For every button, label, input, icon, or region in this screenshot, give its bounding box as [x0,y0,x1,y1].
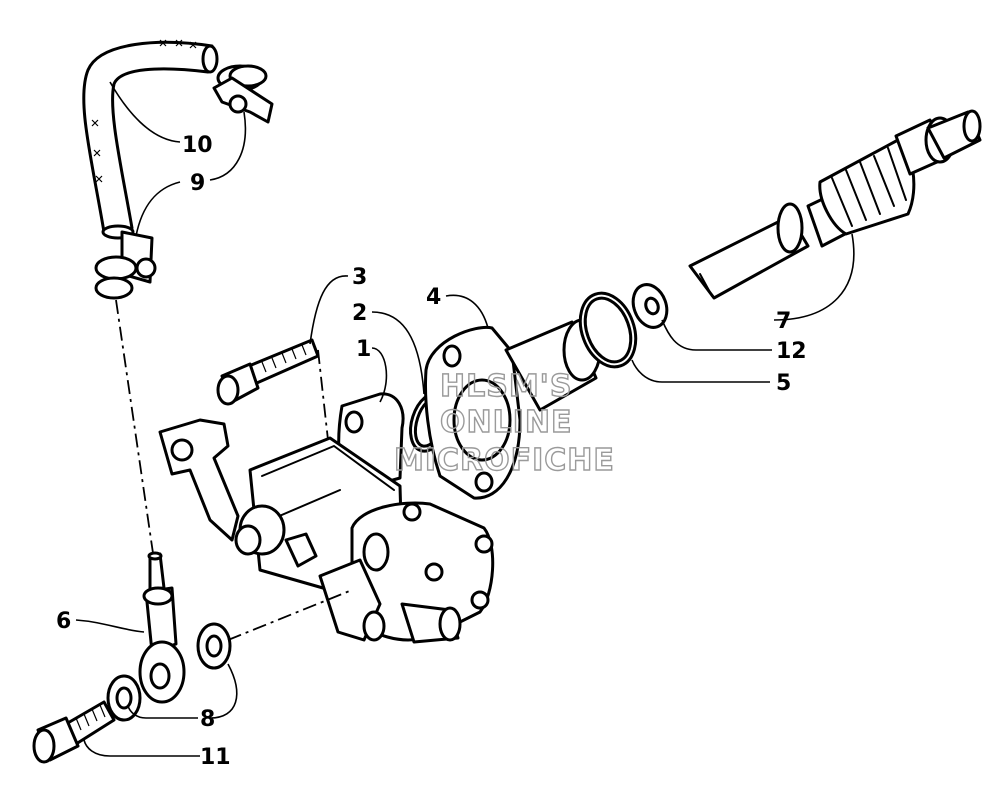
part-8-sealing-washer-upper [196,622,232,670]
assembly-centerline-banjo-bolt [227,589,353,641]
part-6-banjo-fitting [138,551,186,704]
part-10-hose [82,39,219,240]
part-8-sealing-washer-lower [106,674,142,722]
part-3-bolt [216,338,320,406]
callout-3: 3 [352,265,367,290]
callout-9: 9 [190,171,205,196]
leader-lines [75,81,855,757]
watermark-line-2: ONLINE [440,405,573,440]
leader-6 [75,619,145,633]
leader-11 [83,739,200,757]
leader-4 [445,294,489,329]
leader-2 [371,311,425,395]
assembly-centerline-hose [115,299,155,561]
leader-10 [109,81,181,143]
leader-1 [371,347,388,403]
part-9-upper-clamp [212,64,274,124]
callout-8: 8 [200,707,215,732]
part-12-washer [631,283,669,329]
leader-9-lower [135,181,181,237]
leader-8-right [209,663,238,719]
part-4-bushing-housing [424,318,602,500]
part-1-pump-body [158,392,495,644]
callout-1: 1 [356,337,371,362]
watermark-line-3: MICROFICHE [394,443,615,478]
callout-6: 6 [56,609,71,634]
callout-10: 10 [182,133,213,158]
callout-11: 11 [200,745,231,770]
callout-7: 7 [776,309,791,334]
assembly-centerline-bolt [317,349,329,441]
part-5-o-ring [578,291,638,369]
leader-9-upper [209,111,247,181]
callout-2: 2 [352,301,367,326]
callout-12: 12 [776,339,807,364]
part-9-lower-clamp [94,230,157,300]
leader-5 [631,359,770,383]
leader-12 [661,319,772,351]
watermark-line-1: HLSM'S [440,369,572,404]
watermark: HLSM'S ONLINE MICROFICHE [393,368,615,478]
leader-7 [773,233,855,321]
leader-3 [309,275,349,345]
part-7-drive-shaft [688,109,982,300]
callout-4: 4 [426,285,441,310]
part-11-banjo-bolt [32,700,116,764]
callout-5: 5 [776,371,791,396]
leader-8-left [127,705,198,719]
